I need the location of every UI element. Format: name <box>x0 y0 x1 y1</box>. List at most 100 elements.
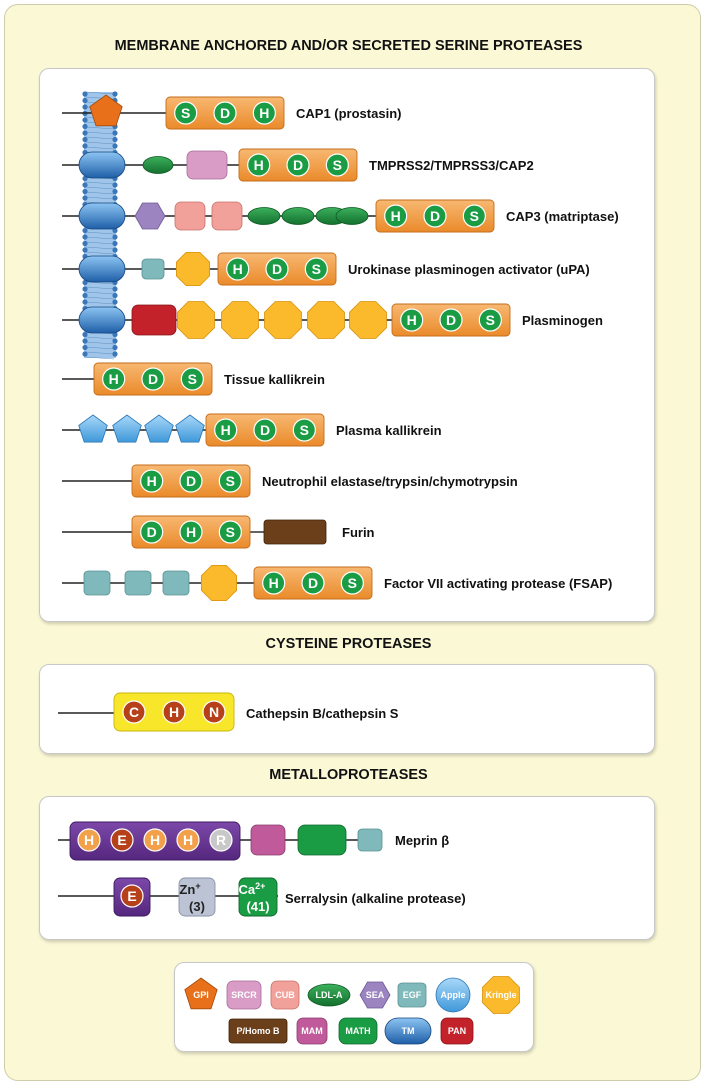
legend-label-pan: PAN <box>448 1026 466 1036</box>
catalytic-residue-letter: H <box>169 704 179 720</box>
ldl-a-domain-icon <box>335 207 369 225</box>
lipid-tail <box>85 246 115 250</box>
lipid-head <box>82 292 88 299</box>
lipid-head <box>82 351 88 357</box>
catalytic-residue <box>218 469 242 493</box>
lipid-head <box>82 188 88 195</box>
tm-domain-icon <box>78 255 126 283</box>
egf-domain-icon <box>357 828 383 852</box>
lipid-head <box>82 279 88 286</box>
kringle-domain-icon <box>177 301 215 339</box>
protein-label: Cathepsin B/cathepsin S <box>246 706 399 721</box>
pan-domain-icon <box>440 1017 474 1045</box>
catalytic-residue-letter: H <box>150 832 160 848</box>
legend-label-cub: CUB <box>275 990 295 1000</box>
p-homo-b-domain-icon <box>228 1018 288 1044</box>
catalytic-residue-letter: D <box>220 105 230 121</box>
lipid-tail <box>85 231 115 235</box>
lipid-head <box>82 331 88 338</box>
catalytic-residue-letter: S <box>486 312 495 328</box>
lipid-tail <box>85 286 115 290</box>
kringle-domain-icon <box>349 301 387 339</box>
lipid-head <box>112 182 118 188</box>
lipid-head <box>82 227 88 234</box>
catalytic-residue <box>140 520 164 544</box>
catalytic-residue-letter: S <box>348 575 357 591</box>
lipid-tail <box>85 356 115 360</box>
catalytic-residue <box>218 520 242 544</box>
lipid-tail <box>85 236 115 240</box>
legend-label-gpi: GPI <box>193 990 209 1000</box>
sea-domain-icon <box>134 202 166 230</box>
catalytic-residue-letter: D <box>148 371 158 387</box>
catalytic-residue-letter: E <box>117 832 126 848</box>
catalytic-residue <box>174 101 198 125</box>
catalytic-residue-letter: H <box>391 208 401 224</box>
legend-label-mam: MAM <box>301 1026 323 1036</box>
lipid-tail <box>85 131 115 135</box>
lipid-head <box>82 299 88 305</box>
kringle-domain-icon <box>482 976 520 1014</box>
protein-label: Neutrophil elastase/trypsin/chymotrypsin <box>262 474 518 489</box>
kringle-domain-icon <box>264 301 302 339</box>
legend-label-apple: Apple <box>440 990 465 1000</box>
catalytic-residue-letter: N <box>209 704 219 720</box>
catalytic-residue-letter: H <box>221 422 231 438</box>
zinc-ion-label: Zn+ <box>179 881 200 897</box>
lipid-tail <box>85 341 115 345</box>
catalytic-residue-letter: H <box>407 312 417 328</box>
protein-label: CAP3 (matriptase) <box>506 209 619 224</box>
catalytic-residue <box>77 828 101 852</box>
legend-label-sea: SEA <box>366 990 385 1000</box>
lipid-tail <box>85 181 115 185</box>
math-domain-icon <box>297 824 347 856</box>
lipid-head <box>112 240 118 247</box>
calcium-count-label: (41) <box>246 899 269 914</box>
catalytic-residue-letter: R <box>216 832 226 848</box>
zinc-count-label: (3) <box>189 899 205 914</box>
egf-domain-icon <box>162 570 190 596</box>
catalytic-residue <box>102 367 126 391</box>
lipid-head <box>82 344 88 351</box>
protein-label: Meprin β <box>395 833 449 848</box>
lipid-head <box>112 338 118 344</box>
legend-label-ldla: LDL-A <box>316 990 343 1000</box>
catalytic-residue-letter: S <box>470 208 479 224</box>
catalytic-residue-letter: H <box>183 832 193 848</box>
lipid-tail <box>85 351 115 355</box>
protein-label: Urokinase plasminogen activator (uPA) <box>348 262 590 277</box>
kringle-domain-icon <box>175 251 211 287</box>
catalytic-residue <box>253 418 277 442</box>
egf-domain-icon <box>83 570 111 596</box>
cub-domain-icon <box>211 201 243 231</box>
protein-label: Tissue kallikrein <box>224 372 325 387</box>
lipid-head <box>112 143 118 149</box>
cub-domain-icon <box>174 201 206 231</box>
protein-label: Plasma kallikrein <box>336 423 442 438</box>
protein-label: CAP1 (prostasin) <box>296 106 401 121</box>
catalytic-residue <box>252 101 276 125</box>
lipid-head <box>82 240 88 247</box>
kringle-domain-icon <box>221 301 259 339</box>
catalytic-residue-letter: S <box>300 422 309 438</box>
lipid-tail <box>85 241 115 245</box>
tm-domain-icon <box>384 1017 432 1045</box>
catalytic-residue <box>162 700 186 724</box>
catalytic-residue <box>439 308 463 332</box>
catalytic-residue <box>202 700 226 724</box>
lipid-head <box>82 123 88 130</box>
cub-domain-icon <box>270 980 300 1010</box>
lipid-tail <box>85 336 115 340</box>
catalytic-residue-letter: D <box>147 524 157 540</box>
catalytic-residue <box>141 367 165 391</box>
catalytic-residue <box>247 153 271 177</box>
lipid-head <box>82 286 88 292</box>
lipid-head <box>112 292 118 299</box>
protein-label: Furin <box>342 525 375 540</box>
lipid-tail <box>85 346 115 350</box>
lipid-head <box>112 286 118 292</box>
srcr-domain-icon <box>226 980 262 1010</box>
lipid-head <box>82 195 88 201</box>
lipid-tail <box>85 196 115 200</box>
catalytic-residue-letter: S <box>226 524 235 540</box>
